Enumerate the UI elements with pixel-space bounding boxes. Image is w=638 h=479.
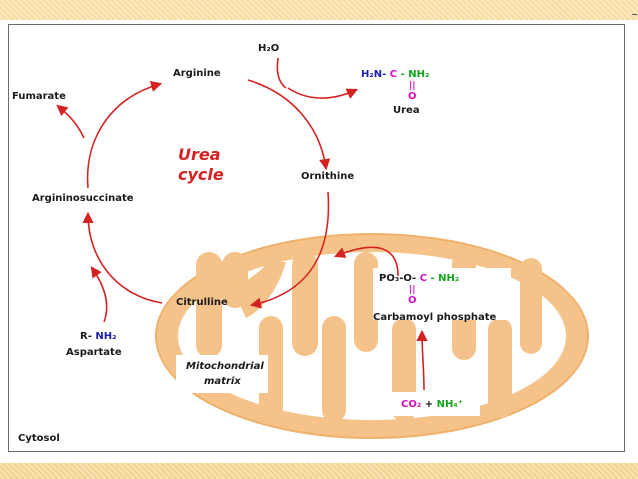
urea-nh2: NH₂ — [408, 69, 430, 80]
carbamoyl-formula: PO₃-O- C - NH₂ — [379, 274, 459, 284]
carbamoyl-double-bond: || — [409, 285, 416, 295]
urea-formula: H₂N- C - NH₂ — [361, 70, 429, 80]
carbamoyl-dash: - — [430, 273, 435, 284]
arrow-aspartate-in — [90, 266, 108, 323]
arrow-co2-to-carbamoyl — [416, 329, 428, 391]
matrix-label: matrix — [204, 376, 241, 387]
mitochondrion — [155, 233, 589, 439]
urea-dash: - — [400, 69, 405, 80]
top-decorative-band — [0, 0, 638, 20]
urea-carbon: C — [389, 69, 398, 80]
arrow-argininosuccinate-to-arginine — [86, 81, 163, 189]
arrow-to-fumarate — [56, 104, 85, 139]
urea-cycle-title-line2: cycle — [178, 165, 224, 184]
urea-label: Urea — [393, 105, 420, 116]
cytosol-label: Cytosol — [18, 433, 60, 444]
aspartate-label: Aspartate — [66, 347, 122, 358]
arrow-carbamoyl-to-citrulline — [333, 246, 399, 277]
citrulline-label: Citrulline — [176, 297, 228, 308]
cycle-arrows — [56, 57, 428, 391]
ornithine-label: Ornithine — [301, 171, 355, 182]
urea-double-bond: || — [409, 81, 416, 91]
aspartate-group-label: R- NH₂ — [80, 332, 116, 342]
urea-oxygen: O — [408, 91, 417, 102]
h2o-label: H₂O — [258, 43, 280, 54]
urea-cycle-title-line1: Urea — [178, 145, 221, 164]
arrow-citrulline-to-argininosuccinate — [82, 211, 163, 304]
carbamoyl-nh2: NH₂ — [438, 273, 460, 284]
corner-dash — [632, 14, 637, 15]
fumarate-label: Fumarate — [12, 91, 66, 102]
arginine-label: Arginine — [173, 68, 221, 79]
co2-nh4-inputs: CO₂ + NH₄⁺ — [401, 400, 463, 410]
carbamoyl-carbon: C — [419, 273, 428, 284]
arrow-to-urea — [287, 87, 359, 99]
mitochondrial-label: Mitochondrial — [186, 361, 264, 372]
arrow-arginine-to-ornithine — [247, 79, 331, 171]
plus-sign: + — [424, 399, 434, 410]
aspartate-nh2: R- NH₂ — [80, 331, 117, 342]
bottom-decorative-band — [0, 463, 638, 479]
arrow-h2o-in — [276, 57, 287, 89]
nh4-label: NH₄⁺ — [436, 399, 463, 410]
carbamoyl-phosphate-label: Carbamoyl phosphate — [373, 312, 497, 323]
co2-label: CO₂ — [401, 399, 422, 410]
urea-h2n: H₂N- — [361, 69, 387, 80]
carbamoyl-oxygen: O — [408, 295, 417, 306]
carbamoyl-po3: PO₃-O- — [379, 273, 417, 284]
arrow-ornithine-to-citrulline — [249, 191, 330, 309]
argininosuccinate-label: Argininosuccinate — [32, 193, 134, 204]
